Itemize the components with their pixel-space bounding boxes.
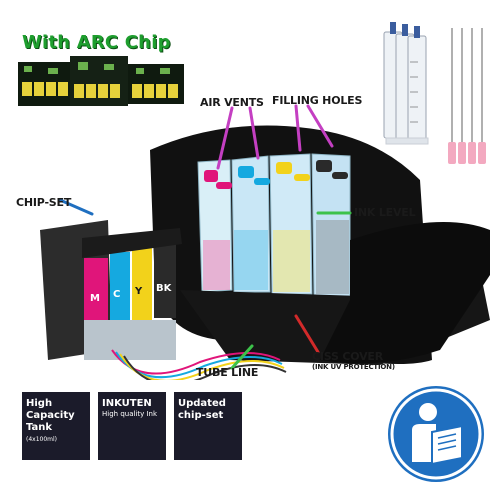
syringe-icon xyxy=(383,22,486,164)
filling-holes-arrow xyxy=(294,104,302,152)
person-reading-manual-icon xyxy=(388,386,484,482)
chip-banner-title: With ARC Chip xyxy=(22,32,171,53)
chip-icon xyxy=(18,56,184,106)
ciss-cover-note: (INK UV PROTECTION) xyxy=(312,363,395,371)
ciss-product-illustration xyxy=(40,125,490,380)
ciss-cover-title: CISS COVER xyxy=(312,350,383,363)
badge-updated-chip-set: Updated chip-set xyxy=(174,392,242,460)
badge-1-line3: (4x100ml) xyxy=(26,436,58,443)
cartridge-label-y: Y xyxy=(135,286,143,297)
air-vents-label: AIR VENTS xyxy=(200,96,264,109)
ciss-cover-arrow xyxy=(294,314,320,354)
cartridge-label-c: C xyxy=(113,289,121,300)
ink-level-label: INK LEVEL xyxy=(354,206,416,219)
badge-2-line1: INKUTEN xyxy=(102,398,152,409)
cartridge-label-bk: BK xyxy=(156,283,172,294)
needle-icon xyxy=(451,28,483,142)
chip-set-arrow xyxy=(58,198,94,216)
ciss-cover-label: CISS COVER (INK UV PROTECTION) xyxy=(312,350,395,371)
tube-line-arrow xyxy=(230,344,254,370)
badge-1-line1: High Capacity Tank xyxy=(26,398,75,433)
cartridge-label-m: M xyxy=(90,293,100,304)
badge-2-line2: High quality Ink xyxy=(102,410,158,418)
tube-line-label: TUBE LINE xyxy=(196,366,259,379)
chip-set-label: CHIP-SET xyxy=(16,196,72,209)
badge-inkuten: INKUTEN High quality Ink xyxy=(98,392,166,460)
air-vents-arrow xyxy=(216,106,234,170)
badge-high-capacity-tank: High Capacity Tank (4x100ml) xyxy=(22,392,90,460)
badge-3-line1: Updated chip-set xyxy=(178,398,226,421)
filling-holes-label: FILLING HOLES xyxy=(272,94,363,107)
